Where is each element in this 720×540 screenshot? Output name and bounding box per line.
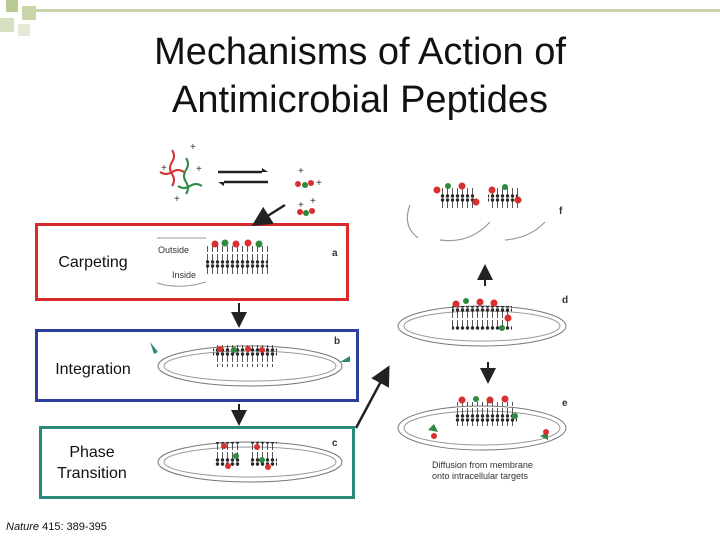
outside-label: Outside (158, 245, 189, 255)
carpeting-label: Carpeting (58, 254, 128, 271)
charge-2: + (161, 163, 167, 174)
step-label-a: a (332, 248, 338, 259)
phase-transition-panel (39, 426, 355, 499)
membrane-translocation: e (397, 395, 568, 451)
title-line-2: Antimicrobial Peptides (172, 79, 548, 121)
citation: Nature 415: 389-395 (6, 521, 107, 533)
membrane-phase-transition: c (157, 438, 343, 483)
step-label-f: f (559, 206, 563, 217)
integration-label: Integration (55, 361, 131, 378)
membrane-disrupted: f (406, 182, 563, 242)
charge-7: + (298, 200, 304, 211)
membrane-carpeting: Outside Inside a (156, 237, 338, 287)
step-label-c: c (332, 438, 338, 449)
carpeting-panel (35, 223, 349, 301)
step-label-d: d (562, 295, 568, 306)
arrow-to-membrane-icon (251, 203, 286, 226)
equilibrium-arrows-icon (218, 168, 268, 186)
inside-label: Inside (172, 270, 196, 280)
charge-8: + (310, 196, 316, 207)
membrane-integration: b (150, 336, 350, 387)
charge-6: + (316, 178, 322, 189)
arrow-to-right-column-icon (354, 365, 390, 429)
free-peptides: + + + + (159, 142, 203, 205)
phase-label-line-2: Transition (57, 465, 127, 482)
citation-reference: 415: 389-395 (39, 521, 107, 533)
citation-journal: Nature (6, 521, 40, 533)
charge-4: + (174, 194, 180, 205)
title-line-1: Mechanisms of Action of (154, 31, 566, 73)
charge-1: + (190, 142, 196, 153)
charge-5: + (298, 166, 304, 177)
slide-title: Mechanisms of Action of Antimicrobial Pe… (120, 28, 600, 124)
peptide-aggregate: + + + + (295, 166, 322, 216)
phase-label-line-1: Phase (69, 444, 115, 461)
step-label-b: b (334, 336, 340, 347)
diffusion-note-line-2: onto intracellular targets (432, 471, 529, 481)
phase-transition-label: Phase Transition (44, 442, 140, 484)
step-label-e: e (562, 398, 568, 409)
membrane-pore: d (397, 295, 568, 347)
diffusion-note-line-1: Diffusion from membrane (432, 460, 533, 470)
integration-panel (35, 329, 359, 402)
charge-3: + (196, 164, 202, 175)
